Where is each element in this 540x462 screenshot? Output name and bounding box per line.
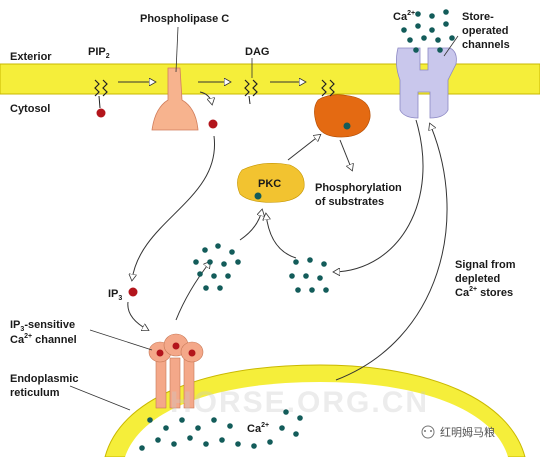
plc-to-ip3-arrow (199, 91, 212, 104)
pip2-label: PIP2 (88, 46, 110, 60)
ip3-label: IP3 (108, 288, 122, 302)
signal-label-3: Ca2+ stores (455, 286, 513, 299)
ca-top-label: Ca2+ (393, 10, 415, 23)
ip3-channel-label-1: IP3-sensitive (10, 319, 75, 333)
store-operated-label-3: channels (462, 39, 510, 51)
ip3-released (208, 119, 218, 129)
signal-label-1: Signal from (455, 259, 516, 271)
store-operated-channel (396, 47, 457, 119)
influx-ca-to-pkc-arrow (266, 214, 297, 259)
calcium-cluster-er (139, 409, 303, 451)
pkc-membrane (314, 94, 371, 138)
store-operated-label-2: operated (462, 25, 508, 37)
signal-label-2: depleted (455, 273, 500, 285)
er-label-2: reticulum (10, 387, 60, 399)
plasma-membrane (0, 63, 540, 95)
calcium-cluster-influx (289, 257, 329, 293)
store-channel-to-cytosol-arrow (334, 119, 424, 272)
ip3-channel-label-2: Ca2+ channel (10, 333, 77, 346)
store-channel-pointer-line (443, 35, 459, 57)
ca-release-arrow (175, 262, 210, 321)
phosphorylation-label-1: Phosphorylation (315, 182, 402, 194)
phospholipase-c (151, 67, 199, 131)
svg-text:红明姆马粮: 红明姆马粮 (440, 425, 495, 439)
phosphorylation-label-2: of substrates (315, 196, 384, 208)
pkc-cytosolic (237, 163, 305, 203)
pkc-anchor (321, 79, 335, 97)
pip2-molecule (94, 79, 108, 118)
ip3-channel-pointer-line (89, 329, 153, 351)
cytosol-label: Cytosol (10, 103, 50, 115)
ip3-diffusion-arrow (132, 135, 215, 280)
pkc-membrane-dot (343, 122, 351, 130)
calcium-cluster-released (193, 243, 241, 291)
watermark-source: 红明姆马粮 (421, 425, 495, 439)
ca-er-label: Ca2+ (247, 422, 269, 435)
ip3-dot (128, 287, 138, 297)
ip3-sensitive-channel (148, 333, 204, 409)
watermark-text: HORSE.ORG.CN (170, 386, 429, 419)
calcium-cluster-exterior (401, 9, 455, 53)
phospholipase-c-label: Phospholipase C (140, 13, 229, 25)
pkc-cytosolic-dot (254, 192, 262, 200)
exterior-label: Exterior (10, 51, 52, 63)
ca-to-pkc-arrow (239, 210, 262, 241)
plc-pointer-line (175, 26, 179, 73)
er-pointer-line (69, 385, 131, 411)
dag-label: DAG (245, 46, 269, 58)
pkc-translocation-arrow (287, 135, 320, 161)
depletion-signal-arrow (335, 124, 448, 381)
store-operated-label-1: Store- (462, 11, 494, 23)
dag-molecule (244, 79, 258, 105)
pkc-label: PKC (258, 178, 281, 190)
er-label-1: Endoplasmic (10, 373, 78, 385)
pkc-to-phosphorylation-arrow (339, 139, 352, 170)
ip3-to-channel-arrow (127, 301, 148, 330)
